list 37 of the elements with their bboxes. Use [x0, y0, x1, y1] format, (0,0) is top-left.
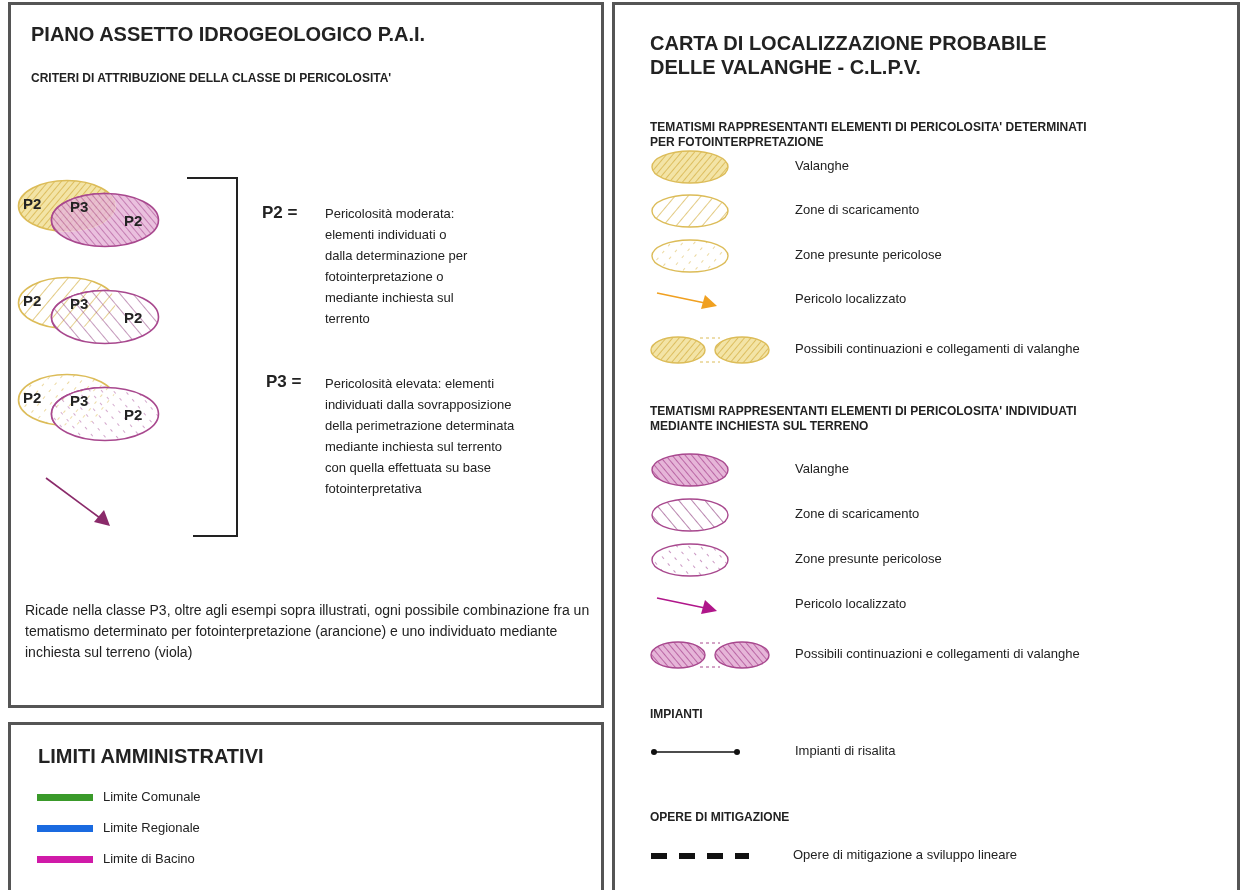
- panel-title: CARTA DI LOCALIZZAZIONE PROBABILE DELLE VALANGHE - C.L.P.V.: [650, 31, 1048, 79]
- formula-label: P2 =: [262, 203, 299, 223]
- legend-text: Limite Regionale: [103, 820, 200, 835]
- hazard-class-label: P2: [23, 195, 42, 212]
- hazard-class-label: P2: [23, 389, 42, 406]
- section-heading: OPERE DI MITIGAZIONE: [650, 810, 791, 824]
- legend-text: Zone di scaricamento: [795, 506, 920, 521]
- definition-text: Pericolosità moderata: elementi individuati o dalla determinazione per fotointerpretazione o mediante inchiesta sul terrento: [325, 205, 469, 328]
- legend-text: Zone di scaricamento: [795, 202, 920, 217]
- legend-text: Opere di mitigazione a sviluppo lineare: [793, 847, 1017, 862]
- hazard-class-label: P2: [23, 292, 42, 309]
- legend-text: Possibili continuazioni e collegamenti di valanghe: [795, 646, 1080, 661]
- formula-label: P3 =: [266, 372, 303, 392]
- legend-text: Pericolo localizzato: [795, 596, 907, 611]
- hazard-class-label: P3: [70, 198, 89, 215]
- panel-title: LIMITI AMMINISTRATIVI: [38, 745, 265, 768]
- hazard-class-label: P2: [124, 212, 143, 229]
- hazard-class-label: P2: [124, 309, 143, 326]
- panel-title: PIANO ASSETTO IDROGEOLOGICO P.A.I.: [31, 23, 427, 46]
- legend-text: Possibili continuazioni e collegamenti di valanghe: [795, 341, 1080, 356]
- hazard-class-label: P3: [70, 295, 89, 312]
- legend-text: Limite Comunale: [103, 789, 201, 804]
- section-heading: IMPIANTI: [650, 707, 704, 721]
- section-heading: CRITERI DI ATTRIBUZIONE DELLA CLASSE DI PERICOLOSITA': [31, 71, 393, 85]
- legend-text: Valanghe: [795, 158, 849, 173]
- note-text: Ricade nella classe P3, oltre agli esempi sopra illustrati, ogni possibile combinazione fra un tematismo determinato per fotointerpretazione (arancione) e uno individuato mediante inchiesta sul terreno (viola): [25, 601, 591, 662]
- definition-text: Pericolosità elevata: elementi individuati dalla sovrapposizione della perimetrazione determinata mediante inchiesta sul terrento con quella effettuata su base fotointerpretativa: [325, 375, 516, 498]
- legend-text: Limite di Bacino: [103, 851, 195, 866]
- section-heading: TEMATISMI RAPPRESENTANTI ELEMENTI DI PERICOLOSITA' DETERMINATI PER FOTOINTERPRETAZIONE: [650, 120, 1088, 150]
- hazard-class-label: P2: [124, 406, 143, 423]
- hazard-class-label: P3: [70, 392, 89, 409]
- legend-text: Impianti di risalita: [795, 743, 896, 758]
- section-heading: TEMATISMI RAPPRESENTANTI ELEMENTI DI PERICOLOSITA' INDIVIDUATI MEDIANTE INCHIESTA SUL TERRENO: [650, 404, 1078, 434]
- legend-text: Pericolo localizzato: [795, 291, 907, 306]
- legend-text: Zone presunte pericolose: [795, 551, 942, 566]
- legend-text: Valanghe: [795, 461, 849, 476]
- legend-text: Zone presunte pericolose: [795, 247, 942, 262]
